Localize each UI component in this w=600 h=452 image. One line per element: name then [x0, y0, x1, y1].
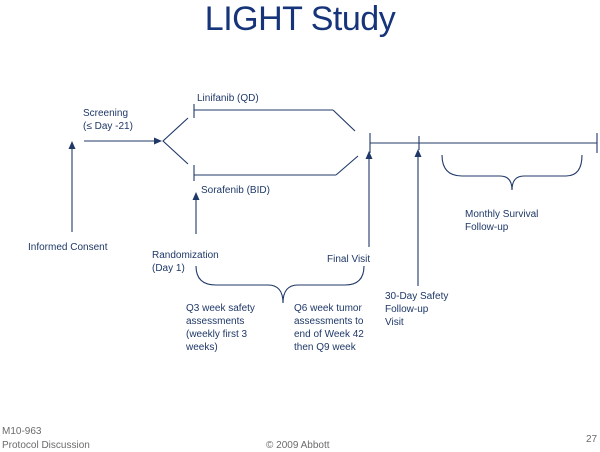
screening-arrow: [84, 137, 162, 145]
footer-page-number: 27: [586, 434, 598, 445]
randomization-label: Randomization (Day 1): [152, 250, 219, 274]
final-visit-arrow: [365, 151, 373, 247]
final-visit-label: Final Visit: [327, 254, 371, 265]
linifanib-arm-line: [193, 104, 356, 132]
q3-safety-assessments-label: Q3 week safety assessments (weekly first…: [186, 303, 255, 353]
linifanib-arm-label: Linifanib (QD): [197, 93, 259, 104]
safety-followup-label: 30-Day Safety Follow-up Visit: [385, 291, 449, 328]
branch-fork-lines: [162, 117, 189, 165]
survival-followup-brace: [441, 154, 583, 191]
q6-tumor-assessments-label: Q6 week tumor assessments to end of Week…: [294, 303, 364, 353]
footer-doc-type: Protocol Discussion: [2, 440, 90, 451]
followup-timeline: [369, 133, 598, 153]
footer-copyright: © 2009 Abbott: [266, 440, 330, 451]
sorafenib-arm-line: [193, 155, 359, 181]
treatment-period-brace: [195, 265, 365, 304]
safety-followup-arrow: [414, 149, 422, 286]
slide-title: LIGHT Study: [204, 0, 396, 38]
randomization-arrow: [192, 192, 200, 234]
footer-doc-id: M10-963: [2, 426, 42, 437]
informed-consent-label: Informed Consent: [28, 242, 108, 253]
survival-followup-label: Monthly Survival Follow-up: [465, 209, 539, 233]
sorafenib-arm-label: Sorafenib (BID): [201, 185, 270, 196]
informed-consent-arrow: [68, 141, 76, 232]
screening-label: Screening (≤ Day -21): [83, 108, 133, 132]
